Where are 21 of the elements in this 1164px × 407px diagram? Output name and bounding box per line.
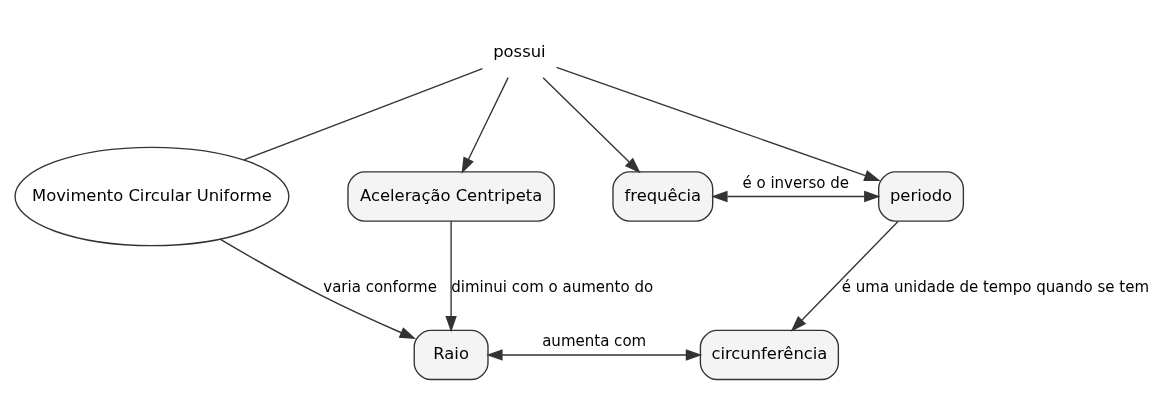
connector xyxy=(243,67,484,161)
node-box: Aceleração Centripeta xyxy=(347,170,555,222)
arrow xyxy=(445,220,457,332)
edge-label: é o inverso de xyxy=(742,173,849,192)
node-box: frequêcia xyxy=(612,170,714,222)
arrow xyxy=(486,348,703,361)
node-box: Raio xyxy=(413,329,489,380)
node-box: circunferência xyxy=(699,329,840,380)
edge-label: é uma unidade de tempo quando se tem xyxy=(841,277,1150,296)
arrow xyxy=(555,66,881,181)
arrow xyxy=(219,238,416,339)
edge-label: varia conforme xyxy=(323,277,437,296)
arrow xyxy=(790,220,899,332)
edge-label: diminui com o aumento do xyxy=(451,277,654,296)
node-ellipse: Movimento Circular Uniforme xyxy=(14,146,290,246)
arrow xyxy=(461,76,509,174)
edge-label: aumenta com xyxy=(542,331,647,350)
arrow xyxy=(542,76,641,173)
arrow xyxy=(711,190,881,202)
node-text: possui xyxy=(493,41,546,61)
node-box: periodo xyxy=(878,170,965,222)
